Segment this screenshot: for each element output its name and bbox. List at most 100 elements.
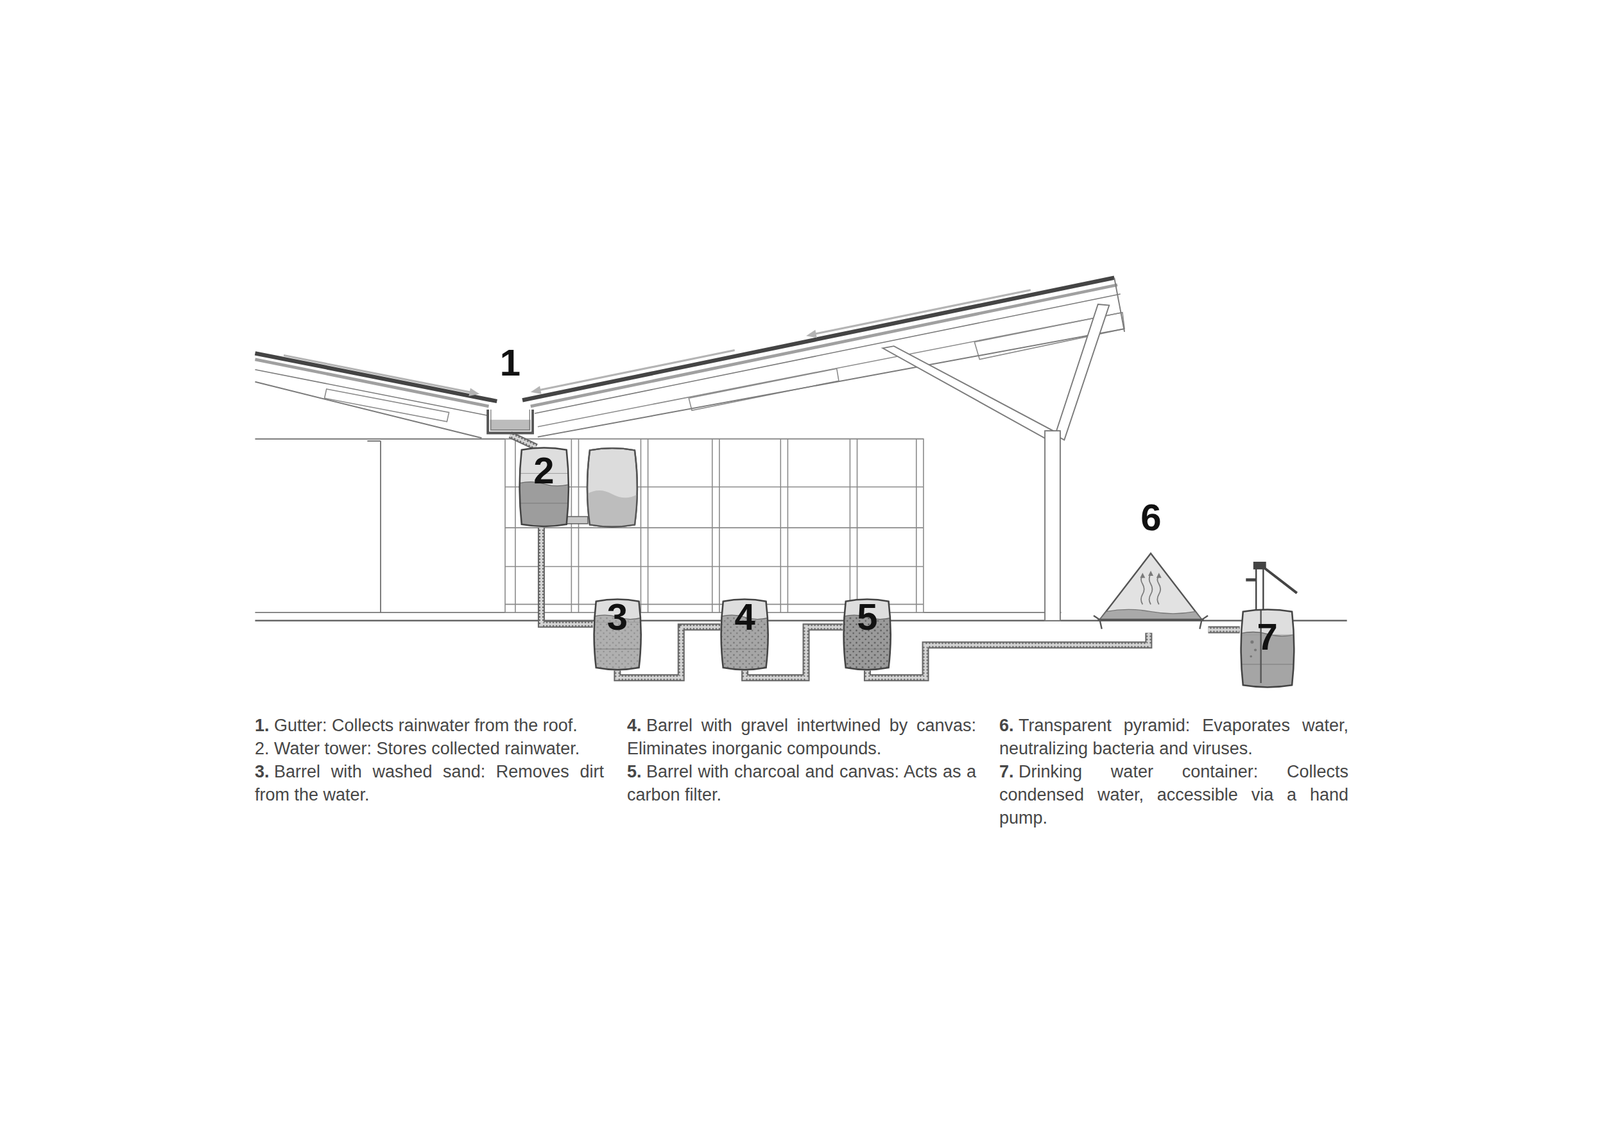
glazed-facade [711,438,714,613]
pipe-core [510,434,537,447]
item-number: 3. [254,761,270,782]
gravel-filter-barrel: 4 [720,598,769,671]
callout-number: 3 [607,598,628,636]
storage-barrel [586,490,638,527]
gutter: 1 [475,342,545,436]
glazed-facade [640,438,642,613]
glazed-facade [718,438,721,613]
pipe-connector [1207,629,1240,631]
right-roof [530,385,542,394]
storage-barrel [566,516,588,524]
glazed-facade [856,438,859,613]
description-item: 4.Barrel with gravel intertwined by canv… [627,713,977,760]
glazed-facade [505,526,924,529]
description-columns: 1.Gutter: Collects rainwater from the ro… [254,713,1349,830]
description-text: Drinking water container: Collects conde… [999,761,1349,828]
glazed-facade [514,438,517,613]
left-roof [254,352,497,438]
glazed-facade [578,438,580,613]
right-roof [537,312,1123,427]
storage-barrel [587,447,638,527]
description-text: Water tower: Stores collected rainwater. [274,738,580,758]
pipe-core [541,527,593,624]
description-text: Gutter: Collects rainwater from the roof… [274,715,578,735]
description-text: Transparent pyramid: Evaporates water, n… [999,715,1349,758]
left-roof [254,359,489,407]
barrel-fill [718,596,772,673]
pipe-connector [510,434,537,447]
description-item: 5.Barrel with charcoal and canvas: Acts … [627,759,977,807]
barrel-fill [516,444,572,530]
pipe-wall [867,632,1149,678]
pipe-core [867,632,1149,678]
glazed-facade [849,438,852,613]
storage-barrel [587,447,638,527]
description-item: 7.Drinking water container: Collects con… [999,759,1349,830]
glazed-facade [505,566,924,568]
column-and-braces [1044,430,1061,621]
item-number: 4. [627,715,642,735]
description-item: 3.Barrel with washed sand: Removes dirt … [254,759,604,807]
pipe-wall [1207,626,1240,634]
right-roof [534,293,1121,414]
callout-text-box: 6 [1093,496,1208,537]
description-item: 6.Transparent pyramid: Evaporates water,… [999,713,1349,760]
item-number: 6. [999,715,1015,735]
description-text: Barrel with charcoal and canvas: Acts as… [627,761,977,805]
callout-number: 6 [1140,498,1162,536]
right-roof [530,284,1118,407]
right-roof [688,368,839,411]
callout-text-box: 3 [593,598,642,636]
item-number: 7. [999,761,1015,782]
callout-text-box: 5 [842,598,892,636]
pipe-core [510,434,537,447]
barrel-outline [519,447,568,527]
hand-pump [1245,562,1297,613]
column-and-braces [882,304,1110,621]
right-roof [522,277,1115,401]
barrel-fill [1238,605,1298,690]
right-roof [1114,277,1125,332]
pipe-core [867,632,1149,678]
callout-text-box: 2 [518,446,570,490]
right-roof [539,350,735,391]
callout-number: 1 [499,344,521,382]
column-and-braces [1055,304,1110,440]
callout-number: 2 [533,451,554,490]
right-roof [522,277,1125,438]
ground-and-floor [379,440,382,613]
description-item: 2.Water tower: Stores collected rainwate… [254,736,604,760]
callout-number: 7 [1257,618,1278,656]
glazed-facade [915,438,918,613]
glazed-facade [779,438,782,613]
glazed-facade [571,438,573,613]
ground-and-floor [367,440,381,442]
pipe-core [1207,628,1240,631]
pipe-connector [541,527,593,624]
item-number: 5. [627,761,642,782]
hand-pump [1245,578,1256,582]
column-and-braces [882,345,1058,441]
description-text: Barrel with washed sand: Removes dirt fr… [254,761,604,805]
pipe-connector [867,632,1149,678]
right-roof [815,290,1031,334]
left-roof [254,352,497,402]
barrel-fill [840,596,895,673]
hand-pump [1255,567,1264,613]
glazed-facade [647,438,649,613]
item-number: 1. [254,715,270,735]
pipe-core [1207,627,1240,633]
description-text: Barrel with gravel intertwined by canvas… [627,715,977,758]
glazed-facade [787,438,789,613]
barrel-fill [591,596,645,673]
ground-and-floor [254,619,1347,622]
pipe-wall [541,527,593,624]
storage-barrel [566,447,638,527]
callout-text-box: 7 [1239,608,1296,656]
water-tower-barrel: 2 [518,446,570,528]
evaporation-pyramid: 6 [1093,496,1208,633]
glazed-facade [505,438,924,613]
glazed-facade [505,438,924,613]
